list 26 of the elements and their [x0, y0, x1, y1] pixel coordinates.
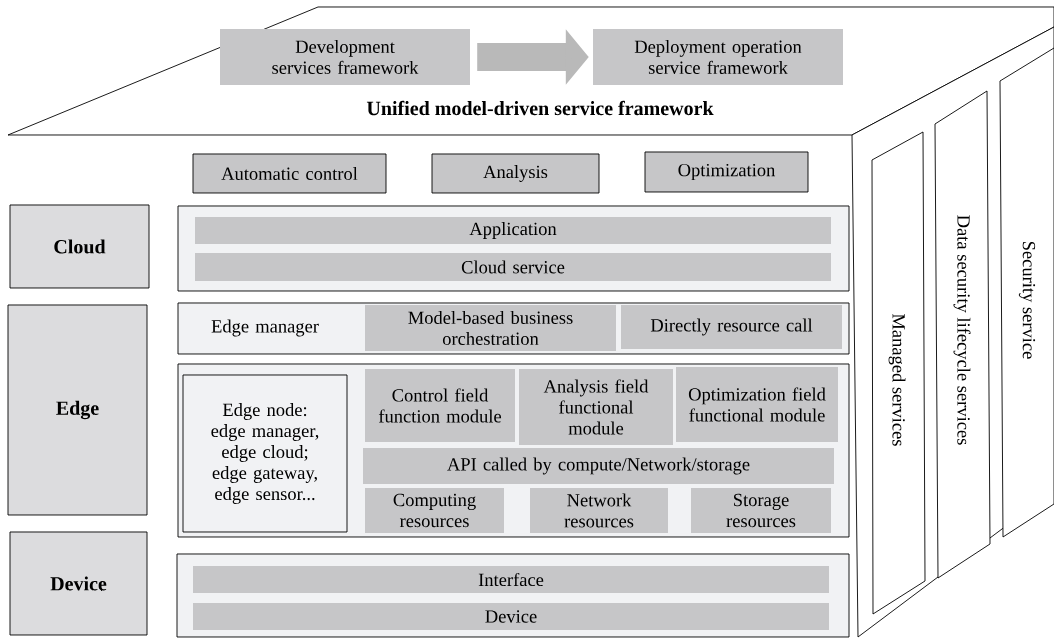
- layer-bar: Application: [195, 217, 831, 244]
- module-box: Directly resource call: [621, 305, 842, 349]
- function-box: Optimization: [644, 151, 809, 193]
- service-panel: Data security lifecycle services: [934, 90, 991, 579]
- module-box: Analysis field functional module: [519, 369, 673, 445]
- module-box: Model-based business orchestration: [365, 305, 616, 351]
- service-panel: Security service: [999, 47, 1054, 538]
- resource-box: Computing resources: [365, 488, 504, 533]
- layer-bar: Cloud service: [195, 253, 831, 281]
- module-box: Optimization field functional module: [676, 367, 838, 442]
- function-box: Analysis: [431, 153, 600, 194]
- layer-bar: Interface: [193, 566, 829, 593]
- module-box: Control field function module: [365, 369, 515, 442]
- node-label: Security service: [1018, 241, 1036, 359]
- framework-box: Development services framework: [220, 29, 470, 85]
- tier-box: Device: [9, 531, 148, 636]
- resource-box: Network resources: [530, 488, 668, 533]
- api-bar: API called by compute/Network/storage: [363, 448, 834, 484]
- resource-box: Storage resources: [691, 488, 831, 533]
- framework-box: Deployment operation service framework: [593, 29, 843, 85]
- service-panel: Managed services: [871, 131, 926, 615]
- edge-node-box: Edge node: edge manager, edge cloud; edge gateway, edge sensor...: [182, 374, 348, 533]
- tier-box: Edge: [7, 304, 148, 516]
- tier-box: Cloud: [9, 204, 150, 289]
- function-box: Automatic control: [192, 153, 387, 194]
- layer-bar: Device: [193, 603, 829, 630]
